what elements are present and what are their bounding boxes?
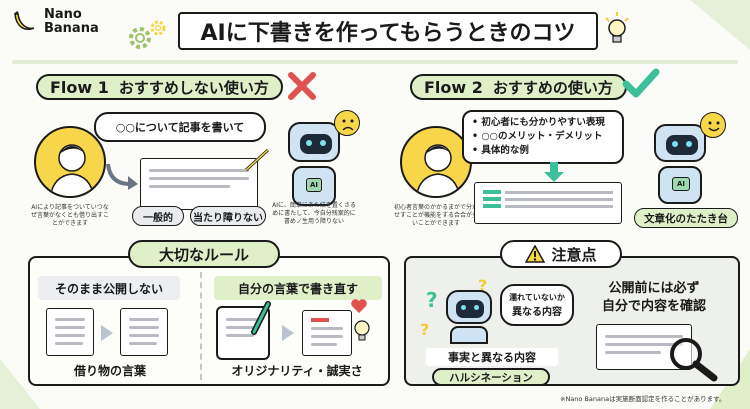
pen-icon xyxy=(244,148,270,172)
check-icon xyxy=(622,68,660,98)
rules-divider xyxy=(200,272,202,380)
copied-document-right xyxy=(120,308,168,356)
caution-title: 注意点 xyxy=(500,240,622,268)
prompt-item: • 初心者にも分かりやすい表現 xyxy=(472,117,605,128)
check-line2: 自分で内容を確認 xyxy=(601,299,706,314)
flow1-request-bubble: ○○について記事を書いて xyxy=(94,112,266,142)
arrow-right-icon xyxy=(101,325,113,341)
sad-face-icon xyxy=(334,110,360,136)
prompt-item: • ○○のメリット・デメリット xyxy=(472,131,603,142)
caution-title-text: 注意点 xyxy=(551,245,597,264)
rules-left-caption: 借り物の言葉 xyxy=(73,364,146,378)
user-avatar-flow1 xyxy=(34,126,106,198)
caution-bubble-line2: 異なる内容 xyxy=(512,307,562,318)
footnote: ※Nano Bananaは実施断面認定を作ることがあります。 xyxy=(560,395,726,403)
copied-document-left xyxy=(46,308,94,356)
down-arrow-icon xyxy=(544,162,564,182)
flow1-label: おすすめしない使い方 xyxy=(118,78,269,97)
caution-bubble-line1: 濡れていないか xyxy=(509,293,565,302)
person-icon xyxy=(49,144,95,196)
warning-icon xyxy=(525,245,546,263)
question-mark-icon: ? xyxy=(420,320,430,339)
question-mark-icon: ? xyxy=(426,288,438,312)
banana-icon xyxy=(14,11,35,30)
flow1-tag-generic: 一般的 xyxy=(132,206,184,226)
robot-flow2: AI xyxy=(648,122,714,206)
original-document xyxy=(302,310,352,356)
brand-name-line2: Banana xyxy=(44,21,99,36)
robot-head xyxy=(654,124,706,162)
flow1-robot-caption: AIに、簡単にあた結を置くさるめに書たして、今自分残案的に書めノ生用う障りない xyxy=(272,202,356,225)
rules-right-caption: オリジナリティ・誠実さ xyxy=(231,364,363,378)
doc-line xyxy=(149,169,249,172)
flow2-user-caption: 初心者言葉のかかるまがで分かせすことが機能をする合合が多いことができます xyxy=(393,204,478,227)
cross-icon xyxy=(288,72,316,100)
robot-confused xyxy=(440,290,498,344)
robot-head xyxy=(446,290,492,324)
pen-icon xyxy=(251,301,271,335)
person-icon xyxy=(415,144,461,196)
hallucination-badge: ハルシネーション xyxy=(432,368,550,386)
robot-body xyxy=(450,326,488,344)
flow2-draft-tag: 文章化のたたき台 xyxy=(634,208,738,228)
flow2-draft-document xyxy=(474,182,622,224)
check-before-publish: 公開前には必ず 自分で内容を確認 xyxy=(592,280,716,316)
brand-name-line1: Nano xyxy=(44,7,82,22)
rules-left-label: そのまま公開しない xyxy=(38,276,180,300)
flow2-header: Flow 2 おすすめの使い方 xyxy=(410,74,627,100)
caution-bubble: 濡れていないか 異なる内容 xyxy=(500,284,574,326)
rules-right-label: 自分の言葉で書き直す xyxy=(214,276,382,300)
lightbulb-icon xyxy=(354,320,370,341)
section-divider xyxy=(12,60,738,64)
happy-face-icon xyxy=(700,112,726,138)
flow1-user-caption: AIにより記事をついていつなぜ言葉がなくとも借り出すことができます xyxy=(30,204,109,227)
flow1-tag-bland: 当たり障りない xyxy=(190,206,266,226)
robot-body: AI xyxy=(292,166,336,206)
heart-icon xyxy=(351,299,367,313)
gear-icon xyxy=(129,20,166,49)
doc-line xyxy=(149,177,249,180)
page-title: AIに下書きを作ってもらうときのコツ xyxy=(178,12,598,50)
flow2-label: おすすめの使い方 xyxy=(492,78,613,97)
robot-ai-badge: AI xyxy=(672,177,690,191)
robot-flow1: AI xyxy=(282,118,348,210)
question-mark-icon: ? xyxy=(478,276,488,295)
flow2-number: Flow 2 xyxy=(424,77,483,97)
flow1-number: Flow 1 xyxy=(50,77,109,97)
robot-body: AI xyxy=(658,166,702,204)
robot-head xyxy=(288,122,340,162)
user-avatar-flow2 xyxy=(400,126,472,198)
bg-decoration-top-right xyxy=(690,0,750,50)
arrow-right-icon xyxy=(282,325,294,341)
brand-logo: Nano Banana xyxy=(10,8,99,36)
doc-line xyxy=(149,185,231,188)
flow2-prompt-bubble: • 初心者にも分かりやすい表現 • ○○のメリット・デメリット • 具体的な例 xyxy=(462,110,624,164)
prompt-item: • 具体的な例 xyxy=(472,145,529,156)
rules-title: 大切なルール xyxy=(128,240,280,268)
flow1-generated-document xyxy=(140,158,258,210)
mismatch-label: 事実と異なる内容 xyxy=(426,348,558,366)
magnifier-icon xyxy=(670,338,718,382)
lightbulb-icon xyxy=(605,12,629,43)
tablet-icon xyxy=(216,306,270,360)
check-line1: 公開前には必ず xyxy=(608,281,700,296)
flow1-header: Flow 1 おすすめしない使い方 xyxy=(36,74,283,100)
curved-arrow-icon xyxy=(106,163,138,190)
